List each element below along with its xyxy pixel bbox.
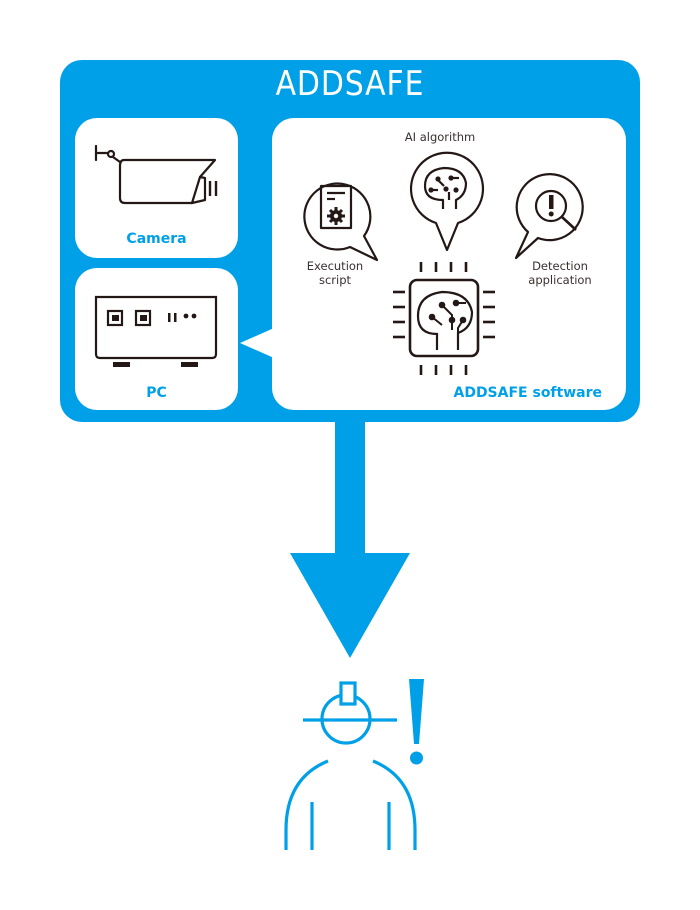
panel-title: ADDSAFE bbox=[275, 64, 425, 104]
ai-algorithm-label: AI algorithm bbox=[404, 130, 476, 144]
detection-application-label-line1: Detection bbox=[532, 259, 588, 273]
pc-label: PC bbox=[146, 385, 167, 401]
addsafe-software-label: ADDSAFE software bbox=[453, 385, 602, 401]
detection-application-label: Detection application bbox=[510, 259, 610, 287]
detection-application-label-line2: application bbox=[528, 273, 592, 287]
execution-script-label-line1: Execution bbox=[306, 259, 364, 273]
execution-script-label-line2: script bbox=[318, 273, 352, 287]
camera-label: Camera bbox=[126, 231, 187, 247]
execution-script-label: Execution script bbox=[290, 259, 380, 287]
